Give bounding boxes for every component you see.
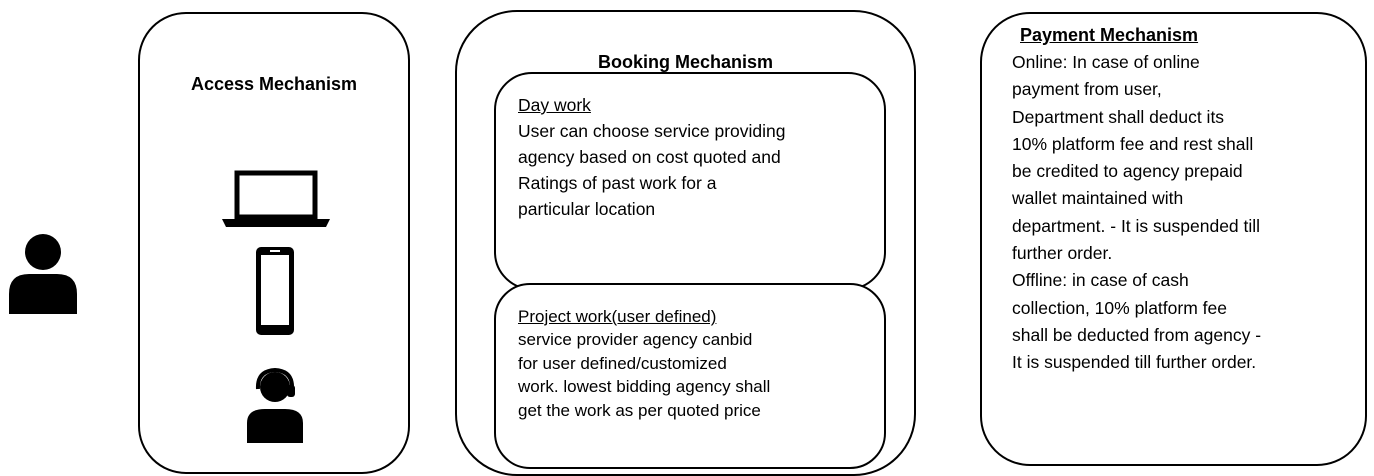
day-work-description: User can choose service providing agency… [518, 121, 786, 219]
booking-mechanism-title: Booking Mechanism [597, 52, 774, 72]
project-work-heading: Project work(user defined) [518, 307, 717, 326]
smartphone-icon [254, 245, 296, 337]
access-mechanism-title: Access Mechanism [190, 74, 358, 94]
day-work-box: Day work User can choose service providi… [494, 72, 886, 290]
day-work-heading: Day work [518, 95, 591, 115]
user-icon [5, 232, 81, 314]
payment-mechanism-title: Payment Mechanism [1020, 25, 1199, 45]
payment-mechanism-panel: Payment Mechanism Online: In case of onl… [980, 12, 1367, 466]
access-mechanism-panel: Access Mechanism [138, 12, 410, 474]
payment-mechanism-description: Online: In case of online payment from u… [1012, 52, 1262, 373]
booking-mechanism-panel: Booking Mechanism Day work User can choo… [455, 10, 916, 476]
call-center-agent-icon [243, 367, 307, 443]
project-work-description: service provider agency canbid for user … [518, 330, 771, 420]
project-work-box: Project work(user defined) service provi… [494, 283, 886, 469]
laptop-icon [222, 169, 330, 229]
